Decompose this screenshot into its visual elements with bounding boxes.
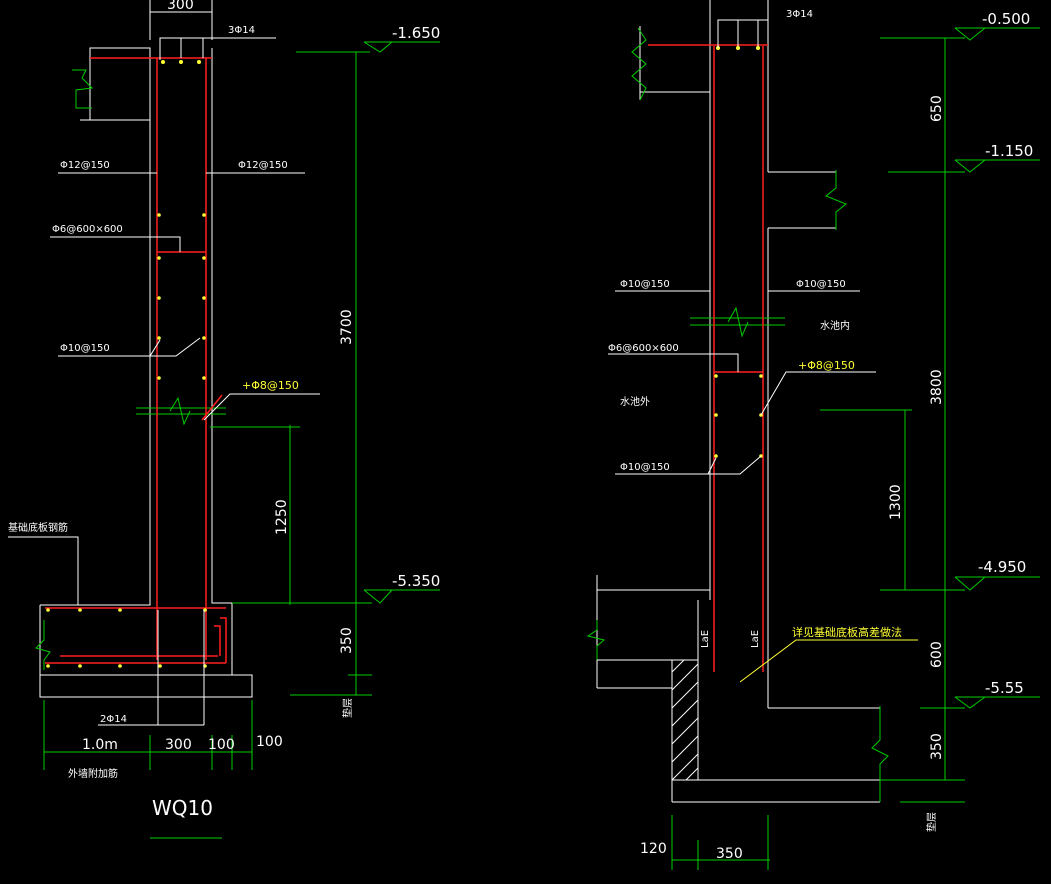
- right-dim-650: 650: [929, 95, 945, 122]
- left-level-5350: -5.350: [392, 572, 440, 590]
- right-level-marker-3: [954, 576, 986, 591]
- left-leader-top: [159, 37, 276, 60]
- left-label-extra: 外墙附加筋: [68, 767, 118, 780]
- right-break-top: [631, 27, 647, 101]
- left-dim-1250: 1250: [274, 499, 290, 535]
- drawing-title: WQ10: [152, 796, 213, 820]
- left-label-tie: Φ6@600×600: [52, 224, 123, 235]
- right-level-1150: -1.150: [985, 142, 1033, 160]
- right-break-bottom: [586, 620, 606, 660]
- left-dim-100b: 100: [256, 734, 283, 750]
- right-level-marker-2: [954, 159, 986, 173]
- left-leader-foundation: [8, 536, 79, 605]
- right-leader-tie: [608, 353, 739, 372]
- left-label-dist: Φ10@150: [60, 343, 110, 354]
- left-dim-350: 350: [339, 627, 355, 654]
- left-wall-break-zig: [169, 396, 191, 426]
- left-label-cushion: 垫层: [341, 698, 354, 718]
- left-wall-outer-edge: [40, 47, 151, 606]
- right-label-dist-right: Φ10@150: [796, 279, 846, 290]
- right-level-4950: -4.950: [978, 558, 1026, 576]
- left-section: 300: [8, 0, 440, 839]
- right-section: 3Φ14 Φ10@150 Φ10@150 水池内 水池外 Φ6@600×600 …: [586, 0, 1040, 870]
- right-level-marker-1: [954, 27, 986, 41]
- right-dim-120: 120: [640, 841, 667, 857]
- left-label-added: +Φ8@150: [242, 379, 299, 392]
- right-dim-3800: 3800: [929, 369, 945, 405]
- right-leader-top: [717, 19, 768, 48]
- right-wall-break-zig: [727, 306, 749, 338]
- left-label-bottom-bar: 2Φ14: [100, 714, 127, 725]
- right-leader-added: [760, 371, 876, 416]
- left-slab-hook: [220, 617, 227, 663]
- right-dim-600: 600: [929, 641, 945, 668]
- left-dim-3700: 3700: [339, 309, 355, 345]
- right-label-cushion: 垫层: [925, 812, 938, 832]
- left-added-bar: [201, 394, 223, 421]
- left-leader-dist: [58, 337, 201, 357]
- left-rebar-dots: [46, 60, 207, 668]
- left-leader-tie: [50, 236, 181, 252]
- left-label-rebar-top: 3Φ14: [228, 25, 255, 36]
- left-level-1650: -1.650: [392, 24, 440, 42]
- right-label-outside: 水池外: [620, 395, 650, 408]
- right-label-dist-left: Φ10@150: [620, 279, 670, 290]
- right-hatch-box: [671, 659, 699, 781]
- left-leader-bottom-bar: [98, 610, 159, 726]
- right-label-lae-right: LaE: [750, 630, 761, 648]
- left-top-dim-text: 300: [167, 0, 194, 13]
- right-level-0500: -0.500: [982, 10, 1030, 28]
- left-break-symbol-bottom: [35, 620, 51, 670]
- right-label-foundation: 详见基础底板高差做法: [792, 625, 902, 639]
- left-break-symbol-top: [72, 69, 94, 109]
- right-level-555: -5.55: [985, 679, 1024, 697]
- right-label-tie: Φ6@600×600: [608, 343, 679, 354]
- left-level-marker-1: [363, 41, 393, 53]
- right-dim-1300: 1300: [888, 484, 904, 520]
- right-dim-350: 350: [929, 733, 945, 760]
- left-slab-hook-2: [214, 625, 221, 656]
- left-dim-100a: 100: [208, 737, 235, 753]
- left-dim-1m: 1.0m: [82, 737, 118, 753]
- right-rebar-dots: [714, 46, 763, 458]
- right-break-inner: [825, 170, 847, 230]
- right-leader-foundation: [739, 639, 918, 683]
- right-label-lae-left: LaE: [700, 630, 711, 648]
- right-break-found: [871, 706, 889, 802]
- left-level-marker-2: [363, 589, 393, 604]
- right-label-added: +Φ8@150: [798, 359, 855, 372]
- right-level-marker-4: [954, 696, 986, 709]
- left-dim-300: 300: [165, 737, 192, 753]
- left-label-foundation: 基础底板钢筋: [8, 521, 68, 534]
- right-leader-dist-lower: [615, 455, 762, 475]
- right-dim-350h: 350: [716, 846, 743, 862]
- left-label-outer: Φ12@150: [60, 160, 110, 171]
- left-leader-added: [203, 393, 320, 421]
- right-hatch-lines: [671, 659, 699, 781]
- right-label-dist-lower: Φ10@150: [620, 462, 670, 473]
- left-cushion: [39, 674, 253, 698]
- right-label-inside: 水池内: [820, 319, 850, 332]
- left-wall-inner-edge: [211, 48, 233, 675]
- left-label-inner: Φ12@150: [238, 160, 288, 171]
- right-label-rebar-top: 3Φ14: [786, 9, 813, 20]
